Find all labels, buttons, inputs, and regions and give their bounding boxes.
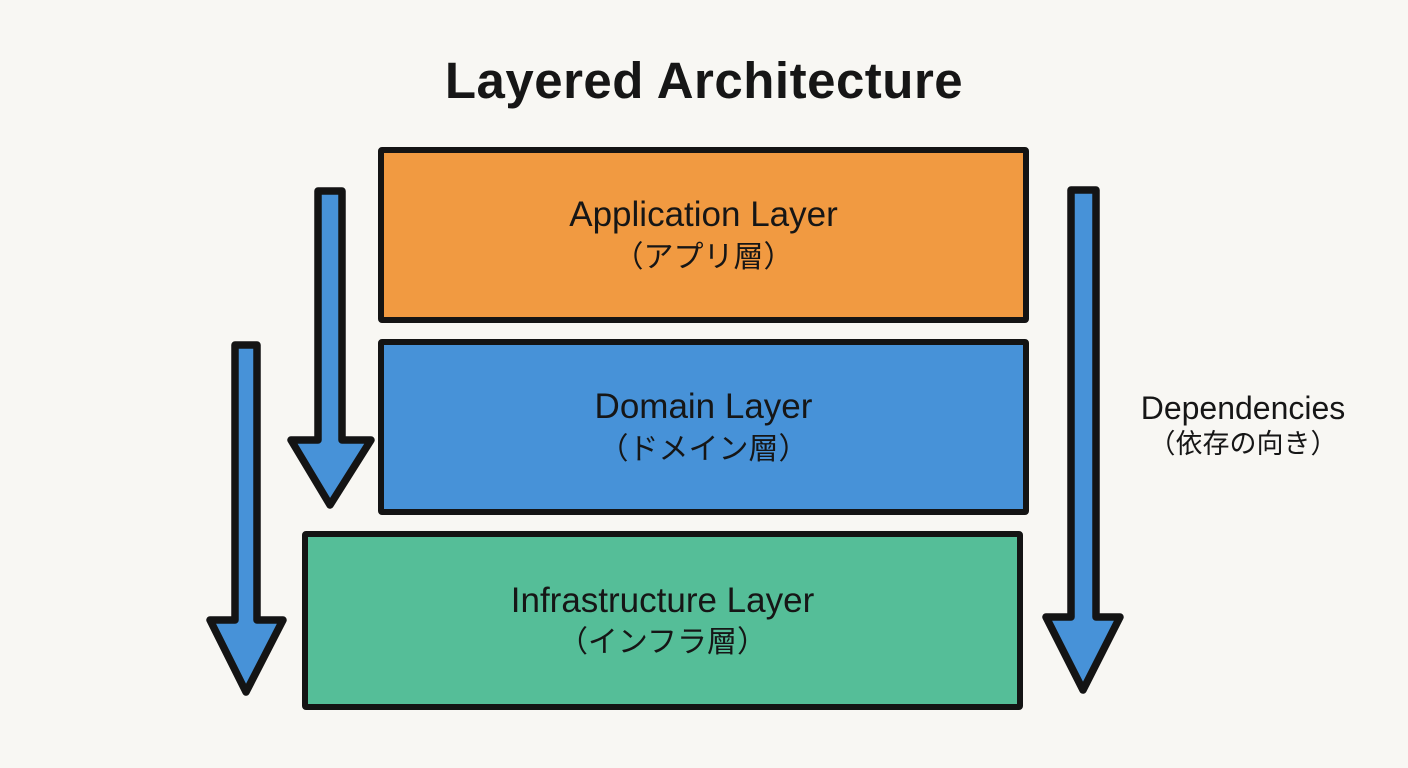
layer-label-application-en: Application Layer	[569, 195, 838, 235]
arrow-down-outer-left-icon	[206, 341, 287, 696]
layer-box-infrastructure: Infrastructure Layer （インフラ層）	[302, 531, 1023, 710]
dependencies-annotation-en: Dependencies	[1140, 390, 1346, 426]
layer-box-application: Application Layer （アプリ層）	[378, 147, 1029, 323]
arrow-down-right-icon	[1042, 186, 1124, 694]
layer-box-domain: Domain Layer （ドメイン層）	[378, 339, 1029, 515]
arrow-down-inner-left-icon	[287, 187, 375, 509]
diagram-title: Layered Architecture	[444, 52, 964, 109]
dependencies-annotation-ja: （依存の向き）	[1148, 429, 1338, 459]
layer-label-infrastructure-ja: （インフラ層）	[557, 626, 768, 660]
layer-label-infrastructure-en: Infrastructure Layer	[510, 580, 815, 620]
dependencies-annotation: Dependencies （依存の向き）	[1118, 388, 1368, 462]
layer-label-domain-ja: （ドメイン層）	[598, 432, 809, 466]
layer-label-domain-en: Domain Layer	[594, 387, 813, 427]
layer-label-application-ja: （アプリ層）	[613, 240, 794, 274]
